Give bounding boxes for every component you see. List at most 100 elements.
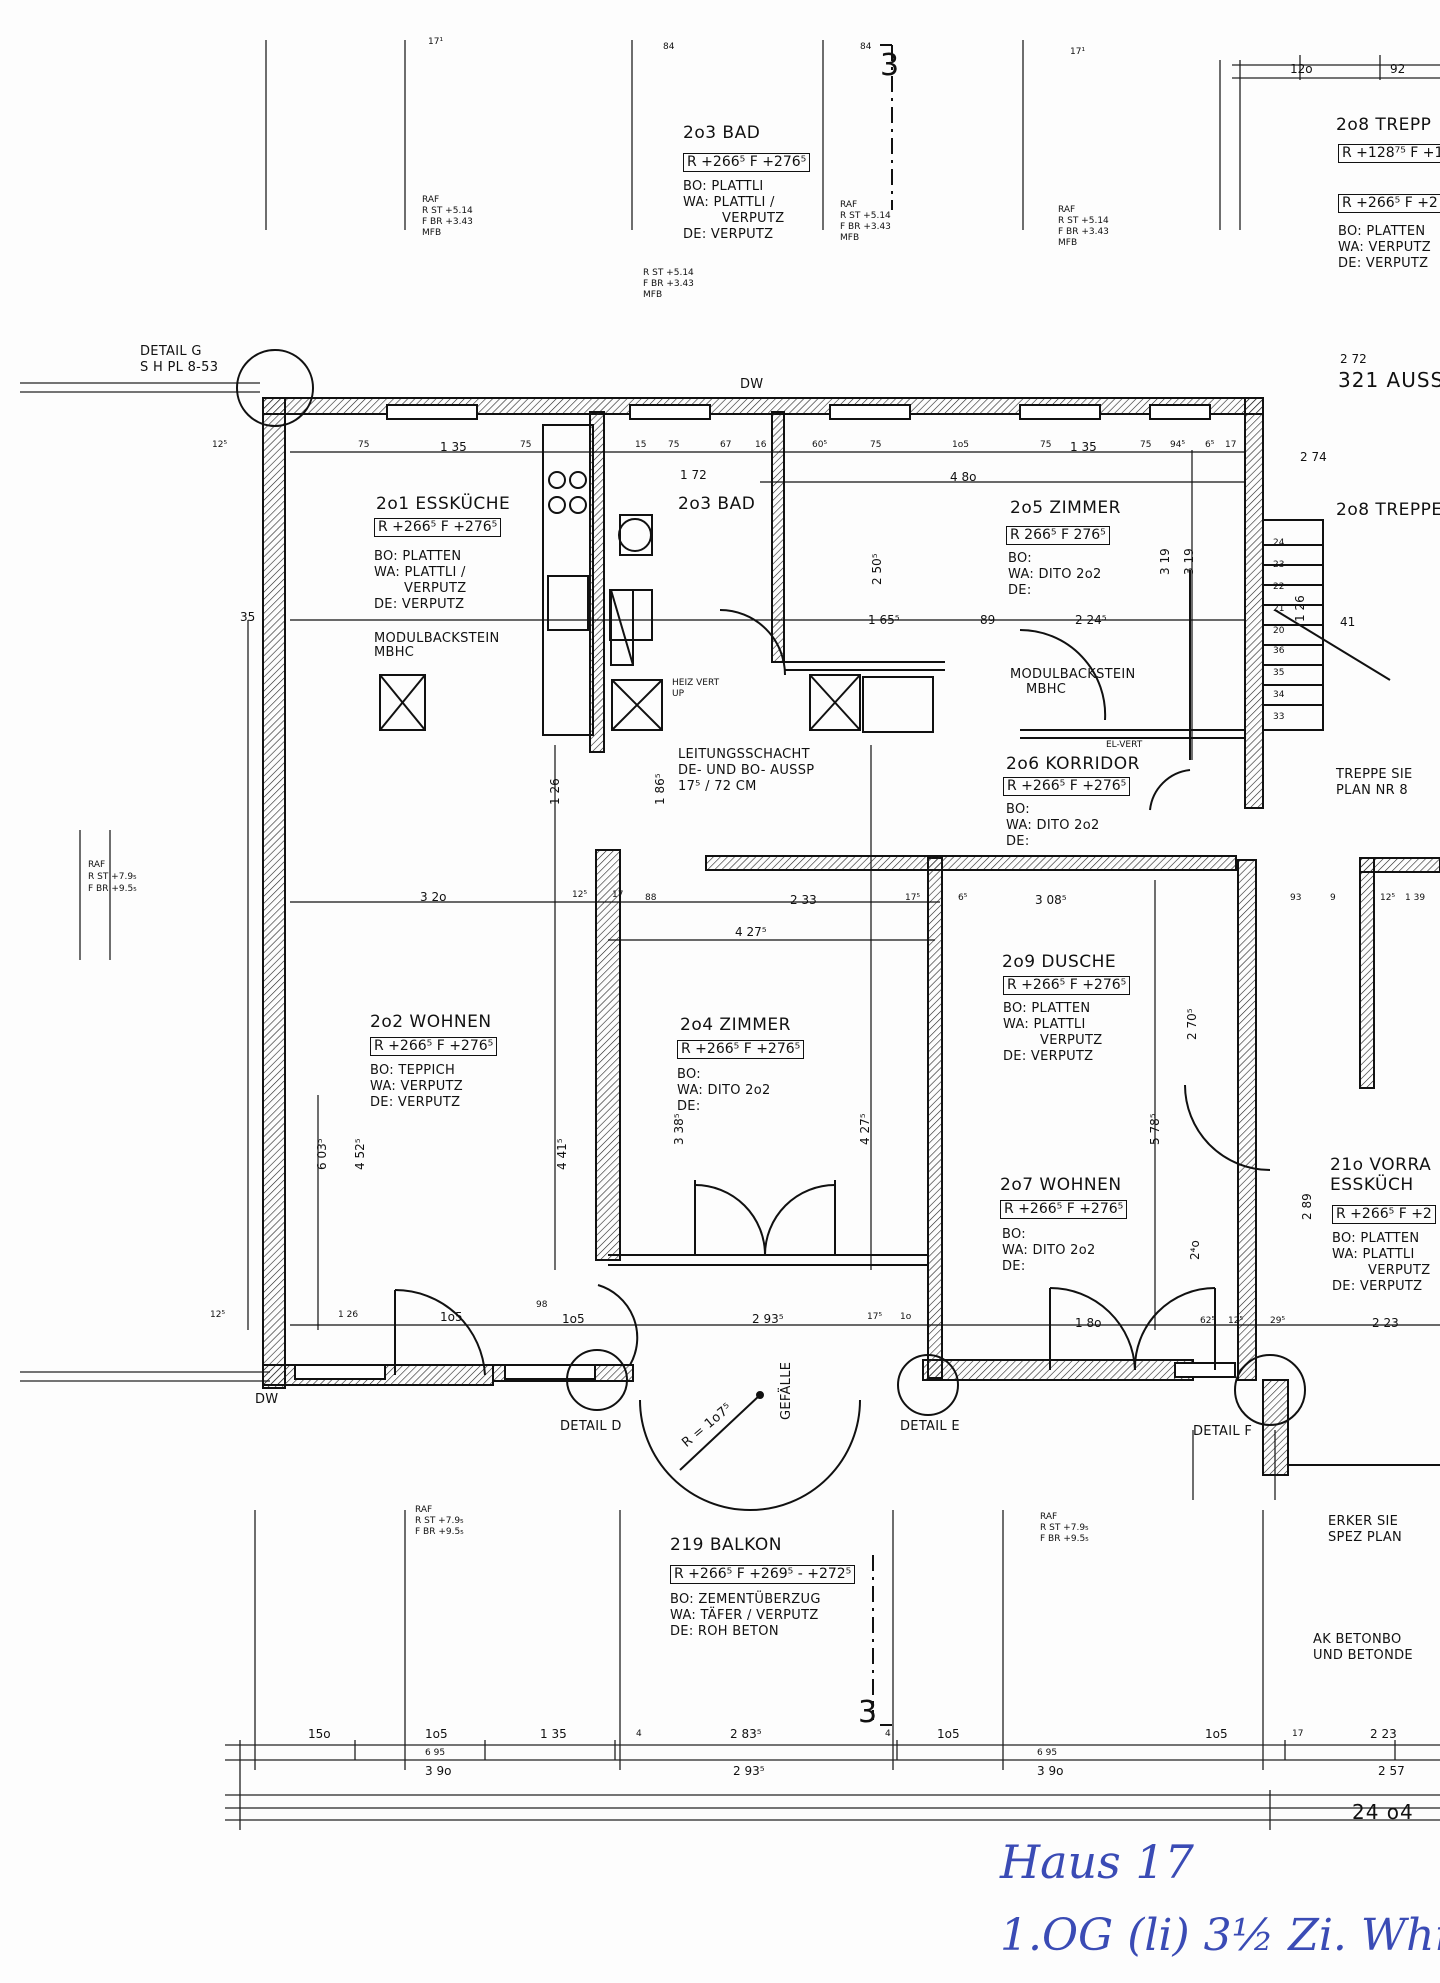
room-201-spec: R +266⁵ F +276⁵: [374, 518, 502, 537]
dim-row1-8: 60⁵: [812, 440, 828, 450]
dim-foot1-2: 1 35: [540, 1727, 567, 1741]
section-mark-top: 3: [880, 48, 900, 83]
room-219-wa: WA: TÄFER / VERPUTZ: [670, 1608, 819, 1623]
room-203-upper-spec: R +266⁵ F +276⁵: [683, 153, 811, 172]
dim-foot3-2: 3 9o: [1037, 1764, 1064, 1778]
dim-mid-0: 3 2o: [420, 890, 447, 904]
room-208-upper-de: DE: VERPUTZ: [1338, 256, 1429, 271]
room-207-name: 2o7 WOHNEN: [1000, 1175, 1122, 1195]
room-202-bo: BO: TEPPICH: [370, 1063, 456, 1078]
dim-inner-18: 5 78⁵: [1148, 1113, 1162, 1145]
dim-foot3-0: 3 9o: [425, 1764, 452, 1778]
raf-2-mfb: MFB: [840, 233, 860, 243]
dim-inner-1: 1 72: [680, 468, 707, 482]
room-206-name: 2o6 KORRIDOR: [1006, 754, 1140, 774]
detail-f: DETAIL F: [1193, 1424, 1253, 1439]
dim-top-1: 17¹: [428, 37, 444, 47]
raf-low-2: RAF: [1040, 1512, 1058, 1522]
schacht-line2: DE- UND BO- AUSSP: [678, 763, 815, 778]
room-201-wa2: VERPUTZ: [404, 581, 467, 596]
raf-4-fbr: F BR +3.43: [643, 279, 694, 289]
raf-1-rst: R ST +5.14: [422, 206, 473, 216]
room-204-de: DE:: [677, 1099, 701, 1114]
room-210-name1: 21o VORRA: [1330, 1155, 1432, 1175]
room-203-upper-de: DE: VERPUTZ: [683, 227, 774, 242]
dim-total: 24 o4: [1352, 1800, 1414, 1824]
raf-low-2-fbr: F BR +9.5₅: [1040, 1534, 1089, 1544]
dim-inner-0: 4 8o: [950, 470, 977, 484]
raf-left-rst: R ST +7.9₅: [88, 872, 137, 882]
dim-bot-7: 1o: [900, 1312, 912, 1322]
dim-top-3: 84: [860, 42, 872, 52]
dim-row1-3: 75: [520, 440, 532, 450]
dim-inner-6: 3 19: [1182, 548, 1196, 575]
room-202-de: DE: VERPUTZ: [370, 1095, 461, 1110]
dim-mid-8: 93: [1290, 893, 1302, 903]
room-208-upper-wa: WA: VERPUTZ: [1338, 240, 1431, 255]
raf-4-mfb: MFB: [643, 290, 663, 300]
dim-row1-11: 75: [1040, 440, 1052, 450]
room-209-wa: WA: PLATTLI: [1003, 1017, 1086, 1032]
dim-inner-7: 2 50⁵: [870, 553, 884, 585]
room-203-upper-name: 2o3 BAD: [683, 123, 761, 143]
raf-low-1: RAF: [415, 1505, 433, 1515]
room-201-bo: BO: PLATTEN: [374, 549, 462, 564]
raf-low-2-rst: R ST +7.9₅: [1040, 1523, 1089, 1533]
stair-step-20: 20: [1273, 626, 1285, 636]
room-210-de: DE: VERPUTZ: [1332, 1279, 1423, 1294]
room-321-name: 321 AUSSE: [1338, 368, 1440, 392]
section-line-3: [872, 44, 893, 1726]
room-210-spec: R +266⁵ F +2: [1332, 1205, 1436, 1224]
dim-inner-15: 4 27⁵: [735, 925, 767, 939]
raf-low-1-fbr: F BR +9.5₅: [415, 1527, 464, 1537]
room-205-bo: BO:: [1008, 551, 1032, 566]
room-219-name: 219 BALKON: [670, 1535, 782, 1555]
stair-step-35: 35: [1273, 668, 1285, 678]
ak-note-1: AK BETONBO: [1313, 1632, 1402, 1647]
dim-foot1-5: 4: [885, 1729, 891, 1739]
dim-foot1-1: 1o5: [425, 1727, 448, 1741]
stair-step-22: 22: [1273, 582, 1285, 592]
dim-mid-3: 88: [645, 893, 657, 903]
room-201-de: DE: VERPUTZ: [374, 597, 465, 612]
dim-inner-5: 3 19: [1158, 548, 1172, 575]
room-205-de: DE:: [1008, 583, 1032, 598]
dw-top: DW: [740, 377, 764, 392]
dim-foot1-8: 17: [1292, 1729, 1304, 1739]
room-207-bo: BO:: [1002, 1227, 1026, 1242]
dim-inner-4: 2 24⁵: [1075, 613, 1107, 627]
gefaelle: GEFÄLLE: [779, 1361, 794, 1420]
stair-step-21: 21: [1273, 604, 1285, 614]
room-205-name: 2o5 ZIMMER: [1010, 498, 1121, 518]
dim-bot-6: 17⁵: [867, 1312, 883, 1322]
dim-row1-5: 75: [668, 440, 680, 450]
dim-top-2: 84: [663, 42, 675, 52]
room-207-spec: R +266⁵ F +276⁵: [1000, 1200, 1128, 1219]
dim-inner-9: 2 72: [1340, 352, 1367, 366]
dim-top-6: 92: [1390, 62, 1406, 76]
dim-inner-8: 2 74: [1300, 450, 1327, 464]
dim-left-6: 4 41⁵: [555, 1138, 569, 1170]
room-205-spec: R 266⁵ F 276⁵: [1006, 526, 1110, 545]
room-209-name: 2o9 DUSCHE: [1002, 952, 1117, 972]
room-206-bo: BO:: [1006, 802, 1030, 817]
dim-foot1-0: 15o: [308, 1727, 331, 1741]
modul-2: MODULBACKSTEIN: [1010, 667, 1136, 682]
dim-bot-10: 12⁵: [1228, 1316, 1244, 1326]
dim-foot1-3: 4: [636, 1729, 642, 1739]
stair-step-24: 24: [1273, 538, 1285, 548]
room-208-upper-spec1: R +128⁷⁵ F +1: [1338, 144, 1440, 163]
raf-2-rst: R ST +5.14: [840, 211, 891, 221]
dim-row1-6: 67: [720, 440, 732, 450]
dim-mid-10: 12⁵: [1380, 893, 1396, 903]
detail-g-ref: S H PL 8-53: [140, 360, 219, 375]
dim-foot1-4: 2 83⁵: [730, 1727, 762, 1741]
dim-inner-16: 2 70⁵: [1185, 1008, 1199, 1040]
dim-bot-3: 98: [536, 1300, 548, 1310]
room-203-upper-wa: WA: PLATTLI /: [683, 195, 775, 210]
detail-d: DETAIL D: [560, 1419, 622, 1434]
room-202-wa: WA: VERPUTZ: [370, 1079, 463, 1094]
modul-1b: MBHC: [374, 645, 415, 660]
